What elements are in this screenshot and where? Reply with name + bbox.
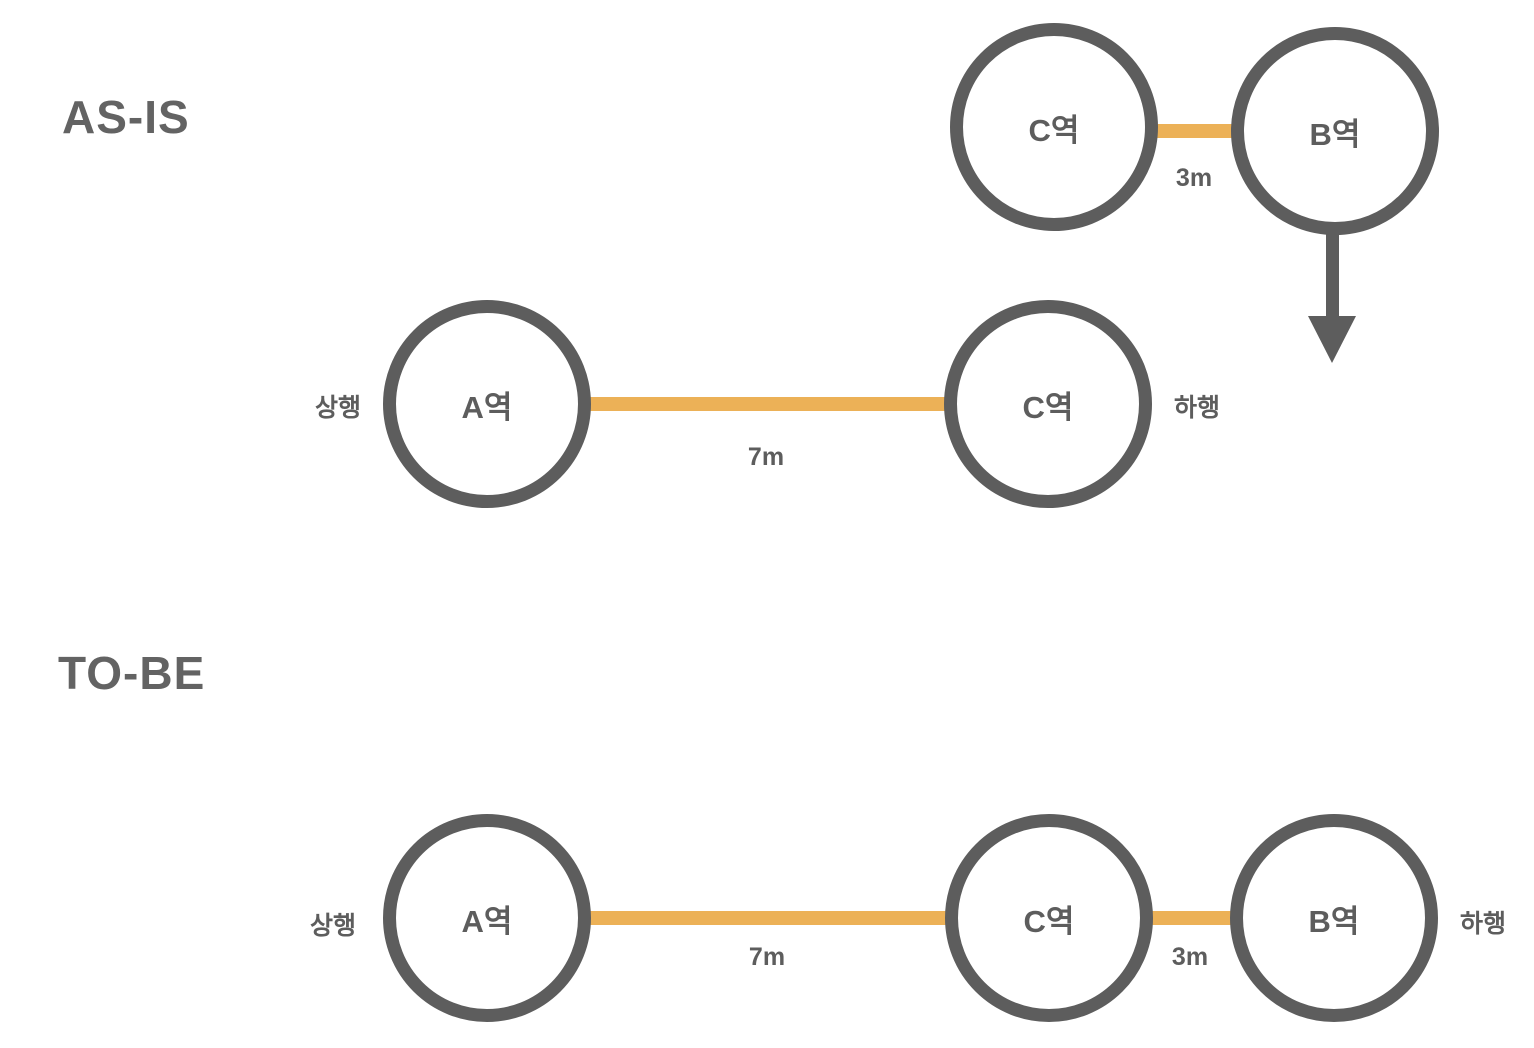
down-direction-label: 하행 xyxy=(1459,910,1506,938)
up-direction-label: 상행 xyxy=(309,912,356,940)
station-label: A역 xyxy=(461,903,513,939)
station-node-c: C역 xyxy=(944,300,1152,508)
distance-label-ac: 7m xyxy=(748,943,786,971)
station-label: A역 xyxy=(461,389,513,425)
station-label: B역 xyxy=(1308,903,1360,939)
distance-label-cb: 3m xyxy=(1175,164,1213,192)
track-segment-ac xyxy=(589,911,947,925)
station-node-a: A역 xyxy=(383,300,591,508)
station-node-a: A역 xyxy=(383,814,591,1022)
down-direction-label: 하행 xyxy=(1173,394,1220,422)
track-segment-cb xyxy=(1156,124,1234,138)
as-is-title: AS-IS xyxy=(62,91,190,143)
to-be-title: TO-BE xyxy=(58,647,206,699)
station-node-c: C역 xyxy=(945,814,1153,1022)
up-direction-label: 상행 xyxy=(314,394,361,422)
track-segment-cb xyxy=(1151,911,1232,925)
station-node-b-spur: B역 xyxy=(1231,27,1439,235)
station-label: C역 xyxy=(1023,903,1075,939)
station-node-b: B역 xyxy=(1230,814,1438,1022)
distance-label-cb: 3m xyxy=(1171,943,1209,971)
station-label: C역 xyxy=(1022,389,1074,425)
station-label: C역 xyxy=(1028,112,1080,148)
down-arrow-shaft xyxy=(1326,233,1339,318)
down-arrow-head xyxy=(1308,316,1356,363)
track-segment-ac xyxy=(589,397,946,411)
distance-label-ac: 7m xyxy=(747,443,785,471)
station-node-c-spur: C역 xyxy=(950,23,1158,231)
station-label: B역 xyxy=(1309,116,1361,152)
